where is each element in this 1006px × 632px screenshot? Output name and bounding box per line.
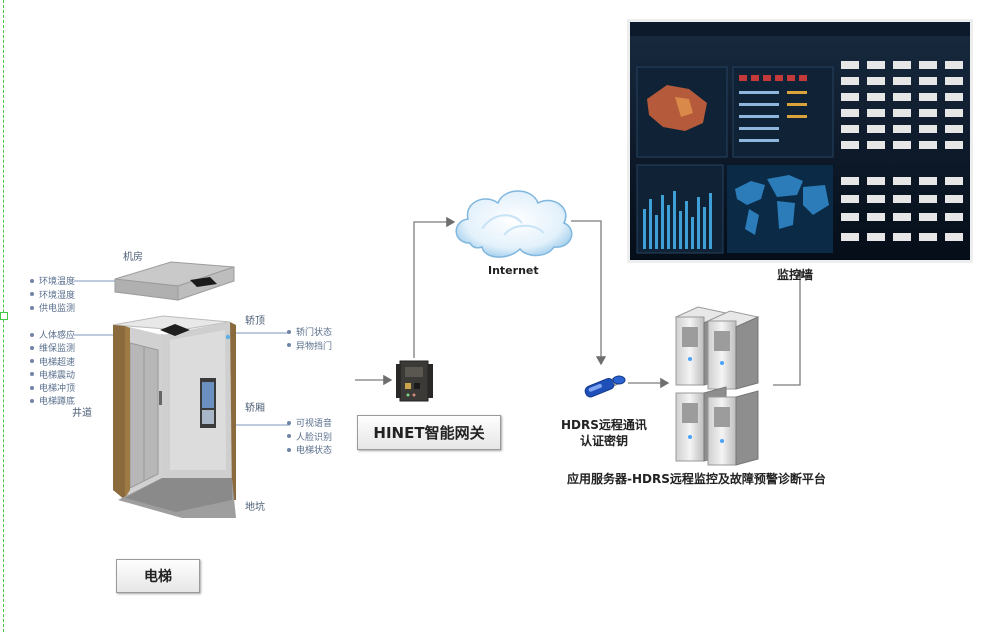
list-item: 电梯震动 <box>30 370 75 383</box>
server-unit <box>706 310 760 390</box>
key-label-line1: HDRS远程通讯 <box>561 418 647 432</box>
key-label-line2: 认证密钥 <box>579 434 628 448</box>
car-sensor-list: 可视语音 人脸识别 电梯状态 <box>287 418 332 459</box>
list-item: 人体感应 <box>30 330 75 343</box>
list-item: 电梯冲顶 <box>30 383 75 396</box>
machine-room-label: 机房 <box>123 252 143 263</box>
car-top-sensor-list: 轿门状态 异物挡门 <box>287 327 332 354</box>
machine-room-sensor-list: 环境温度 环境湿度 供电监测 <box>30 276 75 317</box>
gateway-device-icon <box>396 360 433 402</box>
gateway-label: HINET智能网关 <box>373 424 485 442</box>
list-item: 可视语音 <box>287 418 332 432</box>
car-screen <box>200 378 216 428</box>
car-label: 轿厢 <box>245 403 265 414</box>
elevator-caption-box: 电梯 <box>116 559 200 593</box>
gateway-caption-box: HINET智能网关 <box>357 415 501 450</box>
shaft-label: 井道 <box>72 408 92 419</box>
internet-label: Internet <box>488 264 539 277</box>
internet-cloud-icon <box>455 190 573 258</box>
list-item: 电梯蹲底 <box>30 396 75 409</box>
monitor-wall-caption: 监控墙 <box>777 268 814 282</box>
list-item: 环境湿度 <box>30 290 75 304</box>
server-unit <box>707 390 759 466</box>
machine-room-slab <box>114 261 235 301</box>
server-cluster-icon <box>674 306 760 466</box>
elevator-diagram <box>74 261 290 518</box>
shaft-sensor-list: 人体感应 维保监测 电梯超速 电梯震动 电梯冲顶 电梯蹲底 <box>30 330 75 410</box>
guide-handle[interactable] <box>0 312 8 320</box>
list-item: 供电监测 <box>30 303 75 317</box>
list-item: 电梯状态 <box>287 445 332 459</box>
key-label: HDRS远程通讯 认证密钥 <box>561 417 647 449</box>
usb-key-icon <box>584 375 626 398</box>
list-item: 维保监测 <box>30 343 75 356</box>
list-item: 电梯超速 <box>30 357 75 370</box>
list-item: 轿门状态 <box>287 327 332 341</box>
list-item: 人脸识别 <box>287 432 332 446</box>
pit-label: 地坑 <box>245 502 265 513</box>
list-item: 异物挡门 <box>287 341 332 355</box>
monitor-wall-screen <box>627 19 973 263</box>
elevator-caption: 电梯 <box>144 569 172 585</box>
list-item: 环境温度 <box>30 276 75 290</box>
car-top-label: 轿顶 <box>245 316 265 327</box>
server-caption: 应用服务器-HDRS远程监控及故障预警诊断平台 <box>567 472 826 486</box>
